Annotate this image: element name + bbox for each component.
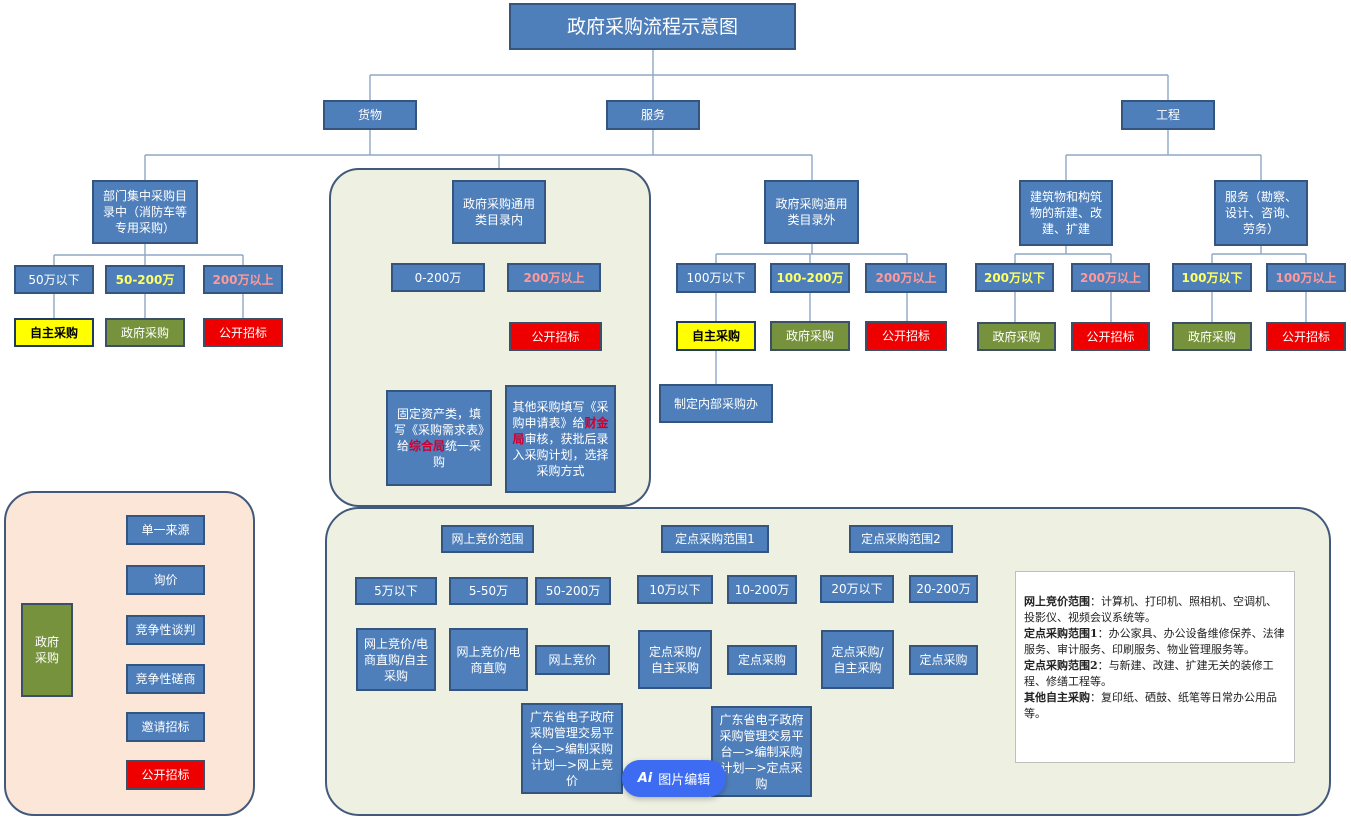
inside-threshold-1: 0-200万 xyxy=(391,263,485,292)
proj-service-threshold-2: 100万以上 xyxy=(1266,263,1346,292)
page-title: 政府采购流程示意图 xyxy=(509,3,796,50)
fixed1-threshold-1: 10万以下 xyxy=(637,575,713,604)
fixed2-result-1: 定点采购/自主采购 xyxy=(821,630,894,689)
note-online: 网上竞价范围：计算机、打印机、照相机、空调机、投影仪、视频会议系统等。 xyxy=(1024,594,1286,626)
outside-threshold-1: 100万以下 xyxy=(676,263,756,293)
note-other: 其他自主采购：复印纸、硒鼓、纸笔等日常办公用品等。 xyxy=(1024,690,1286,722)
other-purchase-dept-highlight: 财金局 xyxy=(512,416,609,446)
note-fixed2-label: 定点采购范围2 xyxy=(1024,659,1098,672)
dept-threshold-1: 50万以下 xyxy=(14,265,94,294)
fixed-asset-text-a: 固定资产类，填写《采购需求表》给 xyxy=(393,407,484,453)
construction-node: 建筑物和构筑物的新建、改建、扩建 xyxy=(1019,180,1113,246)
note-fixed1-text: ：办公家具、办公设备维修保养、法律服务、审计服务、印刷服务、物业管理服务等。 xyxy=(1024,627,1285,656)
fixed2-result-2: 定点采购 xyxy=(909,645,978,675)
construction-public-tender: 公开招标 xyxy=(1071,322,1150,351)
note-other-text: ：复印纸、硒鼓、纸笔等日常办公用品等。 xyxy=(1024,691,1277,720)
construction-threshold-1: 200万以下 xyxy=(975,263,1054,292)
fixed1-result-2: 定点采购 xyxy=(727,645,797,675)
outside-public-tender: 公开招标 xyxy=(865,321,947,351)
note-fixed2-text: ：与新建、改建、扩建无关的装修工程、修缮工程等。 xyxy=(1024,659,1274,688)
outside-threshold-3: 200万以上 xyxy=(865,263,947,293)
online-threshold-3: 50-200万 xyxy=(535,577,611,605)
inside-catalog-node: 政府采购通用类目录内 xyxy=(452,180,546,244)
fixed2-title: 定点采购范围2 xyxy=(849,525,953,553)
method-inquiry: 询价 xyxy=(126,565,205,595)
note-online-label: 网上竞价范围 xyxy=(1024,595,1090,608)
inside-public-tender: 公开招标 xyxy=(509,322,602,351)
outside-gov-purchase: 政府采购 xyxy=(770,321,850,351)
outside-catalog-node: 政府采购通用类目录外 xyxy=(764,180,859,244)
internal-procurement-office: 制定内部采购办 xyxy=(659,384,773,423)
project-node: 工程 xyxy=(1121,100,1215,130)
dept-gov-purchase: 政府采购 xyxy=(105,318,185,347)
other-purchase-text-b: 审核，获批后录入采购计划，选择采购方式 xyxy=(512,432,609,478)
scope-notes: 网上竞价范围：计算机、打印机、照相机、空调机、投影仪、视频会议系统等。 定点采购… xyxy=(1015,571,1295,763)
fixed2-threshold-2: 20-200万 xyxy=(909,575,978,603)
fixed-asset-dept-highlight: 综合局 xyxy=(408,439,445,453)
online-threshold-1: 5万以下 xyxy=(355,577,437,605)
construction-gov-purchase: 政府采购 xyxy=(977,322,1056,351)
construction-threshold-2: 200万以上 xyxy=(1071,263,1150,292)
fixed-asset-text-b: 统一采购 xyxy=(432,439,482,469)
note-online-text: ：计算机、打印机、照相机、空调机、投影仪、视频会议系统等。 xyxy=(1024,595,1277,624)
online-threshold-2: 5-50万 xyxy=(449,577,528,605)
dept-catalog-node: 部门集中采购目录中（消防车等专用采购） xyxy=(92,180,198,244)
fixed-asset-process: 固定资产类，填写《采购需求表》给综合局统一采购 xyxy=(386,390,492,486)
other-purchase-text-a: 其他采购填写《采购申请表》给 xyxy=(512,400,609,430)
note-fixed1: 定点采购范围1：办公家具、办公设备维修保养、法律服务、审计服务、印刷服务、物业管… xyxy=(1024,626,1286,658)
outside-self-purchase: 自主采购 xyxy=(676,321,756,351)
service-node: 服务 xyxy=(606,100,700,130)
proj-service-threshold-1: 100万以下 xyxy=(1172,263,1252,292)
proj-service-public-tender: 公开招标 xyxy=(1266,322,1346,351)
method-invited-tender: 邀请招标 xyxy=(126,712,205,742)
dept-public-tender: 公开招标 xyxy=(203,318,283,347)
method-public-tender: 公开招标 xyxy=(126,760,205,790)
ai-icon: Ai xyxy=(637,771,653,786)
fixed1-title: 定点采购范围1 xyxy=(661,525,769,553)
image-edit-label: 图片编辑 xyxy=(658,773,711,788)
goods-node: 货物 xyxy=(323,100,417,130)
online-platform-process: 广东省电子政府采购管理交易平台—>编制采购计划—>网上竞价 xyxy=(521,703,623,794)
note-other-label: 其他自主采购 xyxy=(1024,691,1090,704)
fixed2-threshold-1: 20万以下 xyxy=(820,575,894,603)
project-service-node: 服务（勘察、设计、咨询、劳务） xyxy=(1214,180,1308,246)
online-bidding-title: 网上竞价范围 xyxy=(441,525,534,553)
fixed1-platform-process: 广东省电子政府采购管理交易平台—>编制采购计划—>定点采购 xyxy=(711,706,812,797)
note-fixed1-label: 定点采购范围1 xyxy=(1024,627,1098,640)
image-edit-button[interactable]: Ai 图片编辑 xyxy=(622,760,726,797)
fixed1-result-1: 定点采购/自主采购 xyxy=(638,630,712,689)
fixed1-threshold-2: 10-200万 xyxy=(727,575,797,604)
inside-threshold-2: 200万以上 xyxy=(507,263,601,292)
dept-self-purchase: 自主采购 xyxy=(14,318,94,347)
online-result-3: 网上竞价 xyxy=(535,645,610,675)
other-purchase-process: 其他采购填写《采购申请表》给财金局审核，获批后录入采购计划，选择采购方式 xyxy=(505,385,616,493)
method-competitive-negotiation: 竞争性谈判 xyxy=(126,615,205,645)
dept-threshold-3: 200万以上 xyxy=(203,265,283,294)
proj-service-gov-purchase: 政府采购 xyxy=(1172,322,1252,351)
online-result-1: 网上竞价/电商直购/自主采购 xyxy=(356,628,436,691)
note-fixed2: 定点采购范围2：与新建、改建、扩建无关的装修工程、修缮工程等。 xyxy=(1024,658,1286,690)
dept-threshold-2: 50-200万 xyxy=(105,265,185,294)
method-single-source: 单一来源 xyxy=(126,515,205,545)
outside-threshold-2: 100-200万 xyxy=(770,263,850,293)
method-competitive-consultation: 竞争性磋商 xyxy=(126,664,205,694)
methods-root: 政府采购 xyxy=(21,603,73,697)
online-result-2: 网上竞价/电商直购 xyxy=(449,628,528,691)
